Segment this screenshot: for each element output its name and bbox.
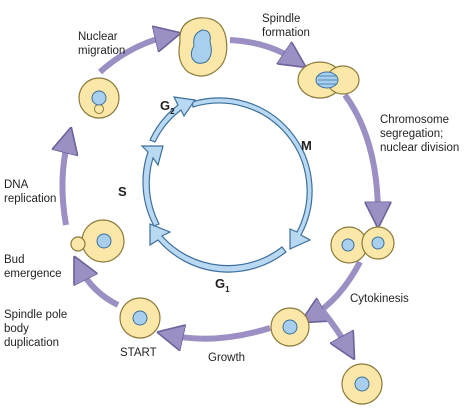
arrow-dna-replication <box>62 140 68 226</box>
inner-arrow-g1 <box>149 223 287 273</box>
arrow-to-spindle-formation <box>229 37 295 60</box>
label-cytokinesis: Cytokinesis <box>350 293 409 305</box>
label-nuclear-migration: Nuclear migration <box>78 31 125 57</box>
label-bud-emergence: Bud emergence <box>4 254 62 280</box>
phase-g2: G2 <box>160 98 175 116</box>
phase-g1: G1 <box>215 276 230 294</box>
cell-growth <box>270 307 310 347</box>
cell-cytokinesis <box>330 226 395 264</box>
phase-m: M <box>301 138 312 153</box>
inner-arrow-s <box>140 145 164 227</box>
arrow-growth <box>170 328 271 339</box>
cell-bud-emergence <box>70 219 125 263</box>
label-dna-replication: DNA replication <box>4 179 56 205</box>
label-spindle-formation: Spindle formation <box>262 13 310 39</box>
cell-spindle-formation <box>297 61 360 99</box>
label-chromosome-segregation: Chromosome segregation; nuclear division <box>380 114 459 154</box>
cell-budding-early <box>78 77 120 119</box>
cell-nuclear-migration <box>178 17 228 77</box>
inner-arrow-m <box>191 97 313 250</box>
inner-cycle <box>140 96 313 273</box>
cell-daughter <box>341 363 383 405</box>
label-start: START <box>120 347 157 359</box>
arrow-start <box>80 268 120 308</box>
phase-s: S <box>118 184 127 199</box>
arrow-chromosome-segregation <box>342 93 378 215</box>
label-spindle-pole: Spindle pole body duplication <box>4 309 71 349</box>
cell-start <box>119 297 161 339</box>
arrow-to-nuclear-migration <box>97 36 168 75</box>
arrow-cytokinesis <box>312 260 363 316</box>
label-growth: Growth <box>208 352 245 364</box>
inner-arrow-g2 <box>149 96 197 143</box>
arrow-cytokinesis-daughter <box>319 308 348 348</box>
outer-cycle <box>62 36 378 348</box>
